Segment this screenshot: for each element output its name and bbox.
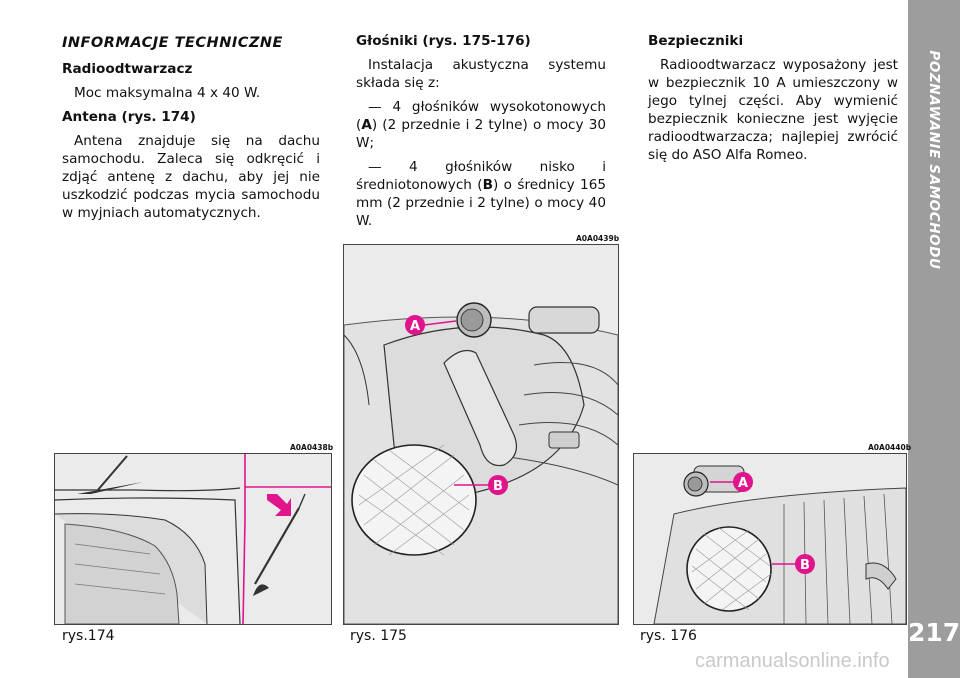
speakers-item-tweeters: — 4 głośników wysokotonowych (A) (2 prze… [356,98,606,152]
item1-pre: — 4 głośników wysokotonowych ( [356,99,606,133]
section-heading: INFORMACJE TECHNICZNE [62,35,283,51]
figure-175-code: A0A0439b [576,234,620,243]
antenna-text: Antena znajduje się na dachu samochodu. … [62,133,320,221]
rear-speakers-illustration: A B [634,454,906,624]
figure-175: A B [343,244,619,625]
column-fuses: Bezpieczniki Radioodtwarzacz wyposażony … [648,32,898,170]
sidebar [908,0,960,678]
page-number: 217 [908,618,960,647]
door-speakers-illustration: A B [344,245,618,624]
callout-a: A [410,319,420,334]
fuses-text: Radioodtwarzacz wyposażony jest w bezpie… [648,57,898,163]
item1-letter: A [361,117,372,133]
section-title: POZNAWANIE SAMOCHODU [926,50,942,270]
fuses-title: Bezpieczniki [648,33,744,49]
figure-176-caption: rys. 176 [640,628,697,644]
figure-174-code: A0A0438b [290,443,334,452]
antenna-illustration [55,454,331,624]
watermark: carmanualsonline.info [695,650,890,672]
callout-b: B [800,558,810,573]
item2-post: ) o średnicy 165 mm (2 przednie i 2 tyln… [356,177,607,229]
figure-174 [54,453,332,625]
figure-174-caption: rys.174 [62,628,115,644]
item1-post: ) (2 przednie i 2 tylne) o mocy 30 W; [356,117,606,151]
speakers-title: Głośniki (rys. 175-176) [356,33,531,49]
antenna-title: Antena (rys. 174) [62,109,196,125]
callout-b: B [493,479,503,494]
callout-a: A [738,476,748,491]
radio-text: Moc maksymalna 4 x 40 W. [74,85,261,101]
item2-letter: B [482,177,493,193]
speakers-intro: Instalacja akustyczna systemu składa się… [356,57,606,91]
speakers-item-woofers: — 4 głośników nisko i średniotonowych (B… [356,158,606,230]
column-speakers: Głośniki (rys. 175-176) Instalacja akust… [356,32,606,236]
item2-pre: — 4 głośników nisko i średniotonowych ( [356,159,606,193]
figure-176-code: A0A0440b [868,443,912,452]
figure-175-caption: rys. 175 [350,628,407,644]
column-technical-info: INFORMACJE TECHNICZNE Radioodtwarzacz Mo… [62,32,320,228]
radio-title: Radioodtwarzacz [62,61,193,77]
figure-176: A B [633,453,907,625]
